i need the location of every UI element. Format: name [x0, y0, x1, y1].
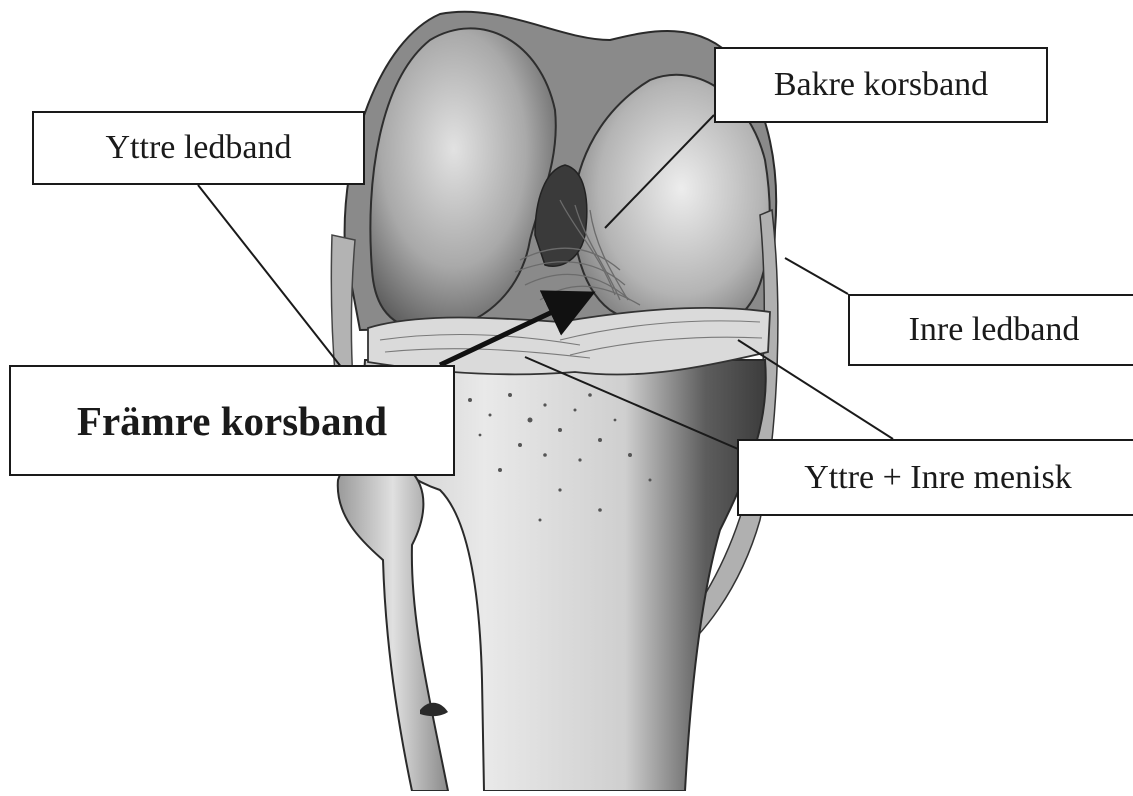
- fibula: [338, 458, 448, 791]
- label-text-yttre-ledband: Yttre ledband: [106, 129, 292, 167]
- label-inre-ledband: Inre ledband: [848, 294, 1133, 366]
- label-yttre-inre-menisk: Yttre + Inre menisk: [737, 439, 1133, 516]
- label-framre-korsband: Främre korsband: [9, 365, 455, 476]
- label-text-bakre-korsband: Bakre korsband: [774, 66, 988, 104]
- label-bakre-korsband: Bakre korsband: [714, 47, 1048, 123]
- label-text-inre-ledband: Inre ledband: [909, 311, 1080, 349]
- label-yttre-ledband: Yttre ledband: [32, 111, 365, 185]
- leader-line-inre-ledband: [785, 258, 848, 294]
- label-text-framre-korsband: Främre korsband: [77, 397, 387, 445]
- leader-line-yttre-ledband: [198, 185, 342, 368]
- label-text-yttre-inre-menisk: Yttre + Inre menisk: [804, 459, 1071, 497]
